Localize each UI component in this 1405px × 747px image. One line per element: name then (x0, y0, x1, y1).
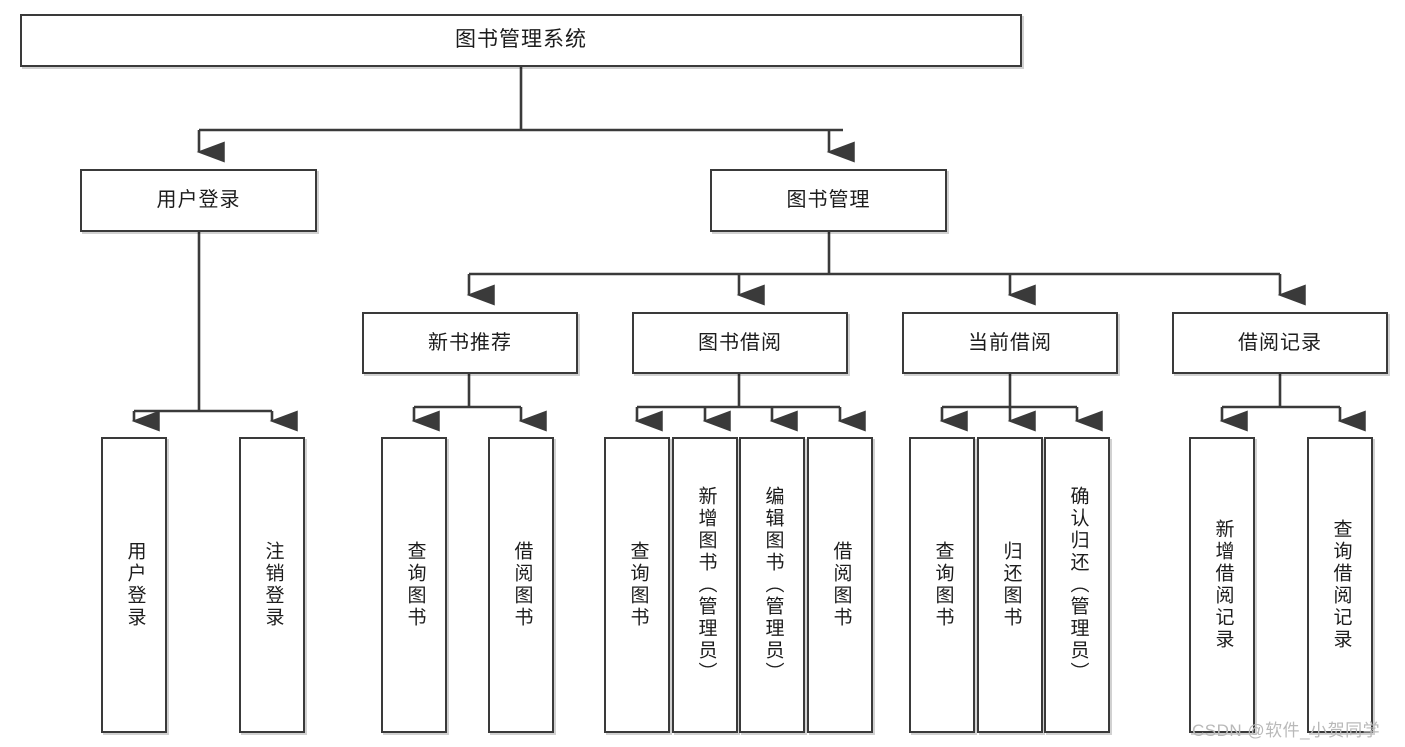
node-book-management[interactable]: 图书管理 (710, 169, 947, 232)
node-book-borrow[interactable]: 图书借阅 (632, 312, 848, 374)
node-label: 查询图书 (404, 541, 426, 629)
node-label: 查询图书 (932, 541, 954, 629)
node-user-login[interactable]: 用户登录 (80, 169, 317, 232)
node-label: 图书借阅 (698, 331, 782, 354)
node-label: 借阅图书 (830, 541, 852, 629)
csdn-watermark: CSDN @软件_小贺同学 (1192, 721, 1381, 740)
leaf-borrow-book[interactable]: 借阅图书 (807, 437, 873, 733)
leaf-edit-book-admin[interactable]: 编辑图书（管理员） (739, 437, 805, 733)
leaf-query-book-borrow[interactable]: 查询图书 (604, 437, 670, 733)
node-new-book-recommend[interactable]: 新书推荐 (362, 312, 578, 374)
node-label: 归还图书 (1000, 541, 1022, 629)
leaf-borrow-book-recommend[interactable]: 借阅图书 (488, 437, 554, 733)
leaf-add-borrow-record[interactable]: 新增借阅记录 (1189, 437, 1255, 733)
leaf-query-borrow-record[interactable]: 查询借阅记录 (1307, 437, 1373, 733)
node-root-system[interactable]: 图书管理系统 (20, 14, 1022, 67)
node-label: 注销登录 (262, 541, 284, 629)
leaf-query-book-recommend[interactable]: 查询图书 (381, 437, 447, 733)
node-label: 用户登录 (124, 541, 146, 629)
node-label: 新增借阅记录 (1212, 519, 1234, 651)
node-label: 新书推荐 (428, 331, 512, 354)
node-current-borrow[interactable]: 当前借阅 (902, 312, 1118, 374)
leaf-query-book-current[interactable]: 查询图书 (909, 437, 975, 733)
node-label: 用户登录 (156, 189, 241, 211)
leaf-confirm-return-admin[interactable]: 确认归还（管理员） (1044, 437, 1110, 733)
leaf-user-login[interactable]: 用户登录 (101, 437, 167, 733)
node-label: 当前借阅 (968, 331, 1052, 354)
node-borrow-record[interactable]: 借阅记录 (1172, 312, 1388, 374)
leaf-logout[interactable]: 注销登录 (239, 437, 305, 733)
leaf-add-book-admin[interactable]: 新增图书（管理员） (672, 437, 738, 733)
node-label: 查询图书 (627, 541, 649, 629)
node-label: 确认归还（管理员） (1067, 486, 1089, 684)
leaf-return-book[interactable]: 归还图书 (977, 437, 1043, 733)
node-label: 图书管理 (786, 189, 871, 211)
node-label: 借阅记录 (1238, 331, 1322, 354)
node-label: 新增图书（管理员） (695, 486, 717, 684)
node-label: 图书管理系统 (455, 28, 587, 52)
node-label: 编辑图书（管理员） (762, 486, 784, 684)
node-label: 查询借阅记录 (1330, 519, 1352, 651)
node-label: 借阅图书 (511, 541, 533, 629)
